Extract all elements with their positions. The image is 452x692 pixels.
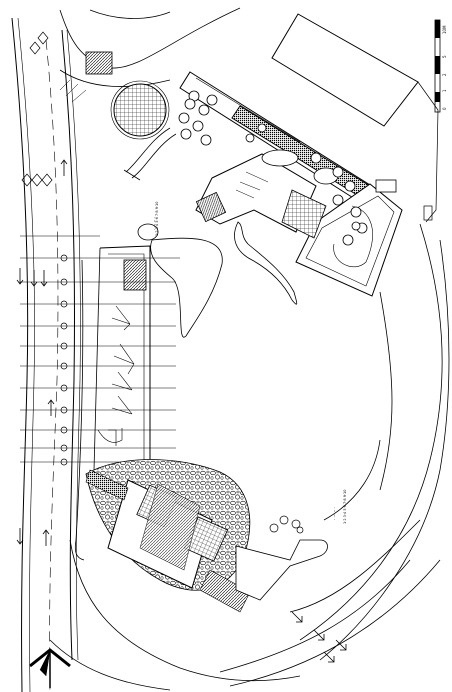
east-water-edge bbox=[219, 223, 450, 687]
road-direction-arrows-south bbox=[291, 611, 347, 663]
main-road-west bbox=[11, 17, 81, 692]
north-arrow-icon bbox=[29, 648, 71, 688]
north-building bbox=[271, 13, 419, 127]
scale-bar: 10M 5 2 1 0 bbox=[434, 19, 447, 113]
circular-plaza bbox=[110, 80, 170, 140]
light-pole-row bbox=[60, 254, 68, 466]
scale-label-mid-1: 5 bbox=[442, 55, 447, 58]
promenade bbox=[74, 245, 151, 561]
parking-stripes bbox=[59, 79, 87, 103]
callout-leaders bbox=[20, 235, 180, 463]
callout-upper: · ··· ·· · bbox=[152, 217, 157, 230]
central-complex bbox=[195, 149, 339, 239]
tree-cluster-north bbox=[178, 90, 368, 246]
road-diamond-markings bbox=[21, 31, 53, 187]
east-fence bbox=[417, 81, 439, 223]
landscape-lawn bbox=[137, 221, 298, 338]
annotation-upper: 1·2 3·4 5·6 7·8 9·10 bbox=[155, 201, 159, 236]
scale-label-mid-2: 2 bbox=[442, 73, 447, 76]
south-boundary bbox=[49, 539, 301, 691]
scale-label-mid-3: 1 bbox=[442, 89, 447, 92]
scale-label-top: 10M bbox=[442, 25, 447, 34]
callout-lower: · ··· ·· · bbox=[332, 507, 337, 520]
curved-ramp bbox=[123, 127, 177, 181]
south-plaza bbox=[85, 459, 328, 613]
seating-fans bbox=[97, 305, 135, 446]
tree-cluster-south bbox=[269, 515, 304, 534]
scale-label-bottom: 0 bbox=[442, 107, 447, 110]
north-plaza bbox=[59, 7, 241, 87]
annotation-lower: 1·2 3·4 5·6 7·8 9·10 bbox=[343, 489, 347, 524]
road-direction-arrows-west bbox=[16, 159, 68, 546]
